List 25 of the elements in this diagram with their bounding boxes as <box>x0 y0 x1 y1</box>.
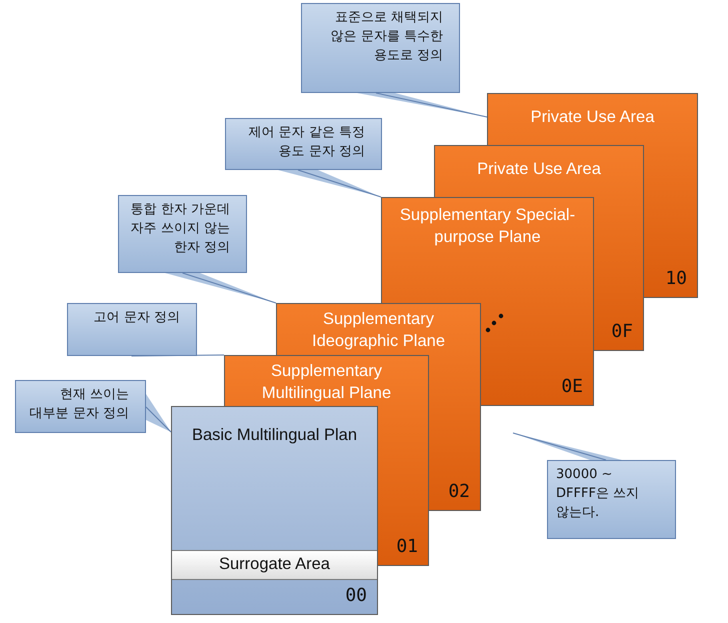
plane-title: Supplementary Ideographic Plane <box>310 309 446 352</box>
callout-box: 표준으로 채택되지 않은 문자를 특수한 용도로 정의 <box>301 3 460 93</box>
plane-title: Basic Multilingual Plan <box>190 425 358 446</box>
plane-title: Supplementary Special-purpose Plane <box>398 205 576 248</box>
plane-number: 10 <box>665 268 687 289</box>
callout-box: 제어 문자 같은 특정 용도 문자 정의 <box>225 118 382 170</box>
callout-box: 고어 문자 정의 <box>67 303 197 356</box>
plane-card <box>381 197 594 303</box>
plane-title: Private Use Area <box>476 159 602 180</box>
callout-box: 현재 쓰이는 대부분 문자 정의 <box>15 380 146 433</box>
plane-number: 00 <box>345 585 367 606</box>
plane-number: 0E <box>561 376 583 397</box>
callout-box: 30000 ~ DFFFF은 쓰지 않는다. <box>547 460 676 539</box>
plane-title: Private Use Area <box>530 107 656 128</box>
plane-number: 01 <box>396 536 418 557</box>
plane-card <box>434 145 644 197</box>
plane-title: Supplementary Multilingual Plane <box>260 361 392 404</box>
callout-box: 통합 한자 가운데 자주 쓰이지 않는 한자 정의 <box>118 195 247 273</box>
plane-card <box>276 303 481 355</box>
plane-card <box>487 93 698 145</box>
plane-number: 0F <box>611 321 633 342</box>
surrogate-band: Surrogate Area <box>172 550 377 580</box>
plane-card <box>171 406 378 615</box>
plane-number: 02 <box>448 481 470 502</box>
plane-card <box>224 355 429 406</box>
